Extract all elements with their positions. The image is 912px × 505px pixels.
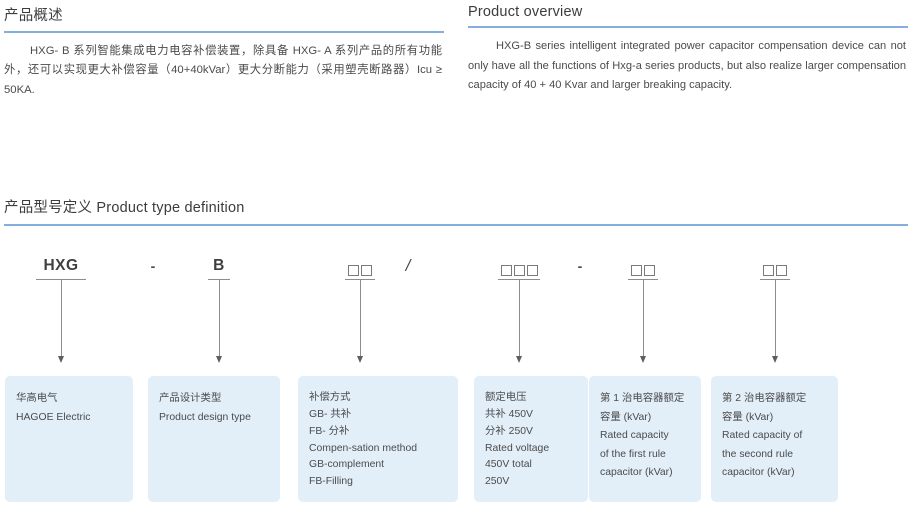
placeholder-square [361,265,372,276]
code-token-separator-2: - [571,256,589,276]
code-placeholder-squares [496,256,542,276]
placeholder-square [526,265,538,276]
definition-box-line: of the first rule [600,448,666,460]
definition-box-line: 华高电气 [16,393,58,404]
code-token-second-capacitor [758,256,792,280]
product-type-definition-section: 产品型号定义 Product type definition [4,196,908,226]
placeholder-square [776,265,787,276]
product-overview-section: 产品概述 HXG- B 系列智能集成电力电容补偿装置，除具备 HXG- A 系列… [0,0,912,100]
definition-box-line: Compen-sation method [309,442,418,454]
arrowhead-second-capacitor [772,356,778,363]
code-placeholder-squares [626,256,660,276]
definition-box-line: 第 1 治电容器额定 [600,393,685,404]
definition-box-first-capacitor: 第 1 治电容器额定容量 (kVar) Rated capacity of the … [589,376,701,502]
placeholder-square [631,265,642,276]
code-token-brand: HXG [32,256,90,280]
code-token-separator-slash: / [399,256,417,276]
code-token-separator-1: - [143,256,163,276]
code-label-separator-2: - [577,258,583,274]
code-underline [345,279,375,280]
definition-box-line: 容量 (kVar) [600,411,652,423]
code-token-rated-voltage [496,256,542,280]
arrowhead-design-type [216,356,222,363]
definition-box-second-capacitor: 第 2 治电容器额定容量 (kVar) Rated capacity of the … [711,376,838,502]
definition-box-line: Product design type [159,411,251,423]
definition-box-line: 第 2 治电容器额定 [722,393,807,404]
code-placeholder-squares [758,256,792,276]
overview-title-english: Product overview [468,4,583,20]
code-label-design-type: B [213,257,225,274]
leader-line-compensation-method [360,280,361,360]
arrowhead-compensation-method [357,356,363,363]
overview-title-chinese: 产品概述 [4,8,63,24]
code-token-first-capacitor [626,256,660,280]
section-divider-chinese [4,31,444,33]
arrowhead-first-capacitor [640,356,646,363]
definition-box-line: 补偿方式 [309,392,351,403]
code-token-design-type: B [206,256,232,280]
definition-box-line: Rated voltage [485,442,550,454]
code-label-separator-1: - [150,258,156,274]
definition-box-line: the second rule [722,448,794,460]
definition-box-line: 分补 250V [485,425,533,437]
overview-body-english: HXG-B series intelligent integrated powe… [468,40,906,92]
definition-box-line: FB-Filling [309,476,353,488]
code-placeholder-squares [343,256,377,276]
arrowhead-rated-voltage [516,356,522,363]
section-divider-english [468,26,908,28]
placeholder-square [500,265,512,276]
placeholder-square [644,265,655,276]
leader-line-first-capacitor [643,280,644,360]
model-code-diagram: HXG - B / - [0,256,912,376]
code-token-compensation-method [343,256,377,280]
overview-column-chinese: 产品概述 HXG- B 系列智能集成电力电容补偿装置，除具备 HXG- A 系列… [4,0,444,100]
typedef-title: 产品型号定义 Product type definition [4,200,245,216]
definition-box-line: FB- 分补 [309,425,350,437]
code-underline [208,279,230,280]
definition-box-line: 250V [485,476,510,488]
leader-line-brand [61,280,62,360]
definition-boxes: 华高电气 HAGOE Electric 产品设计类型 Product design t… [0,376,912,505]
definition-box-line: GB- 共补 [309,408,352,420]
code-label-brand: HXG [43,257,79,274]
overview-body-chinese: HXG- B 系列智能集成电力电容补偿装置，除具备 HXG- A 系列产品的所有… [4,45,442,96]
definition-box-line: capacitor (kVar) [600,467,673,479]
overview-column-english: Product overview HXG-B series intelligen… [468,0,908,100]
definition-box-brand: 华高电气 HAGOE Electric [5,376,133,502]
typedef-divider [4,224,908,226]
leader-line-design-type [219,280,220,360]
definition-box-line: Rated capacity [600,430,669,442]
definition-box-design-type: 产品设计类型 Product design type [148,376,280,502]
definition-box-line: 产品设计类型 [159,393,222,404]
definition-box-line: 共补 450V [485,408,533,420]
leader-line-second-capacitor [775,280,776,360]
code-label-separator-slash: / [405,256,411,275]
definition-box-line: 额定电压 [485,392,527,403]
definition-box-line: 容量 (kVar) [722,411,774,423]
code-underline [36,279,86,280]
code-underline [760,279,790,280]
placeholder-square [513,265,525,276]
arrowhead-brand [58,356,64,363]
code-underline [498,279,540,280]
definition-box-rated-voltage: 额定电压共补 450V 分补 250V Rated voltage 450V tota… [474,376,588,502]
code-underline [628,279,658,280]
definition-box-line: GB-complement [309,459,385,471]
definition-box-line: Rated capacity of [722,430,803,442]
definition-box-line: HAGOE Electric [16,411,91,423]
placeholder-square [348,265,359,276]
definition-box-line: capacitor (kVar) [722,467,795,479]
placeholder-square [763,265,774,276]
definition-box-line: 450V total [485,459,532,471]
leader-line-rated-voltage [519,280,520,360]
